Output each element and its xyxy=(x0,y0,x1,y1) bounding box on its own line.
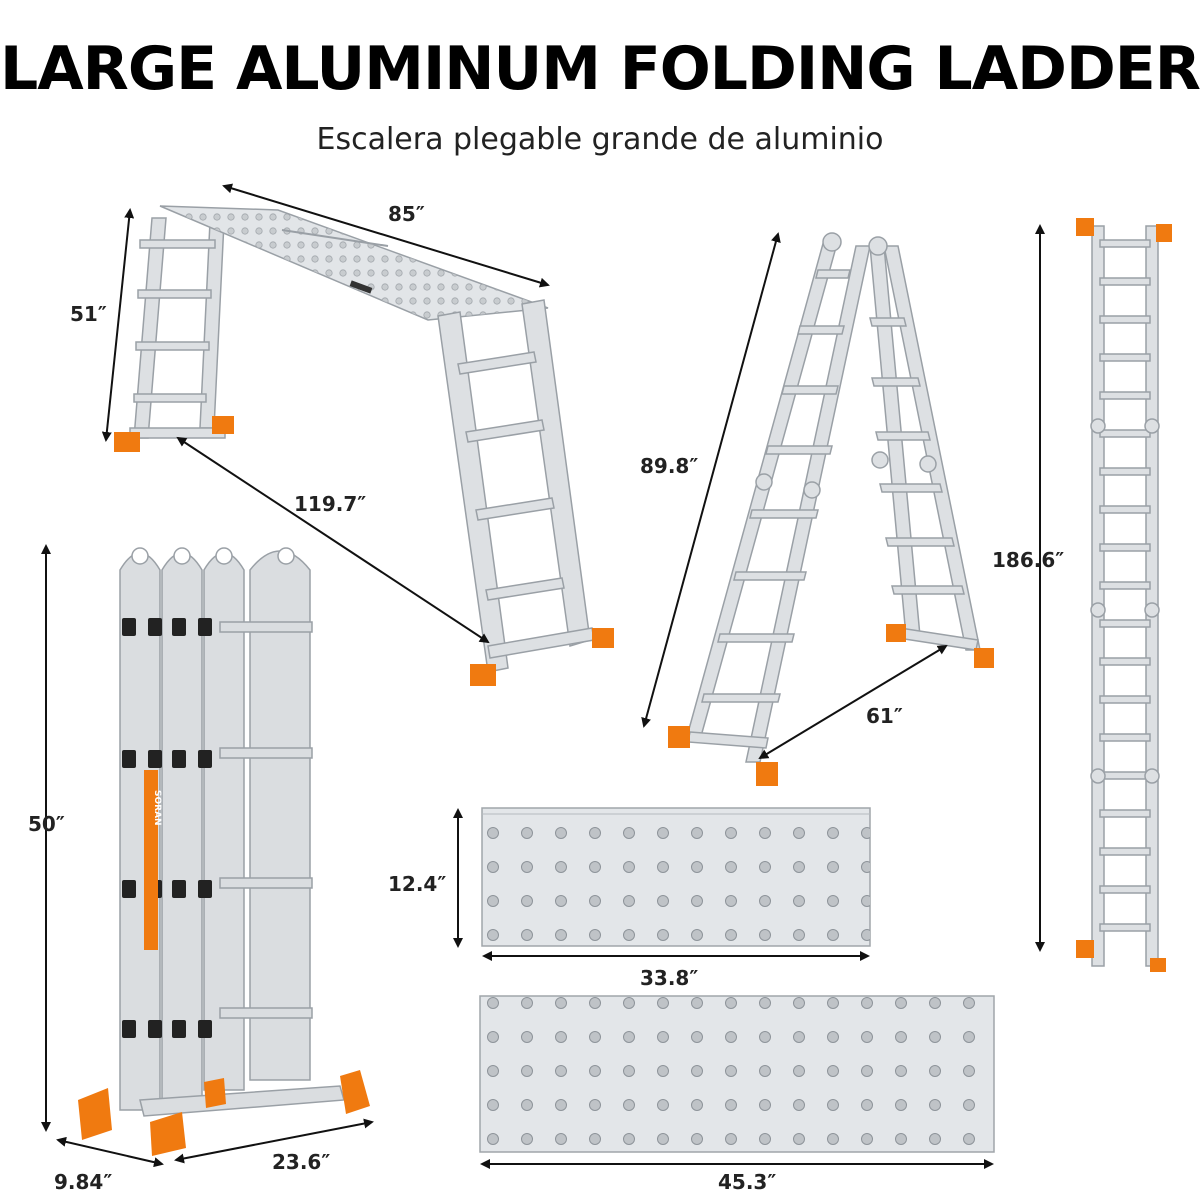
scaffold-foot-left xyxy=(114,432,140,452)
label-scaffold-length: 85″ xyxy=(388,202,425,226)
scaffold-ladder xyxy=(101,183,614,686)
folded-foot-front-left xyxy=(78,1088,112,1140)
label-small-plate-width: 33.8″ xyxy=(640,966,699,990)
scaffold-foot-right xyxy=(470,664,496,686)
label-a-frame-base: 61″ xyxy=(866,704,903,728)
label-small-plate-height: 12.4″ xyxy=(388,872,447,896)
scaffold-height-arrow xyxy=(101,208,135,442)
a-frame-base-arrow xyxy=(758,644,948,760)
a-frame-foot-rear-left xyxy=(886,624,906,642)
a-frame-foot-front-right xyxy=(756,762,778,786)
extension-foot-top-left xyxy=(1076,218,1094,236)
extension-foot-bottom-left xyxy=(1076,940,1094,958)
label-a-frame-height: 89.8″ xyxy=(640,454,699,478)
label-folded-depth: 9.84″ xyxy=(54,1170,113,1194)
label-scaffold-span: 119.7″ xyxy=(294,492,367,516)
scaffold-foot-right-rear xyxy=(592,628,614,648)
small-platform-plate xyxy=(453,807,871,961)
scaffold-span-arrow xyxy=(176,436,490,644)
folded-ladder: SORAN xyxy=(41,544,374,1168)
a-frame-ladder xyxy=(641,232,994,786)
folded-foot-rear-left xyxy=(204,1078,226,1108)
brand-logo-text: SORAN xyxy=(152,790,162,826)
large-platform-plate xyxy=(479,995,995,1169)
extension-foot-bottom-right xyxy=(1150,958,1166,972)
extension-foot-top-right xyxy=(1156,224,1172,242)
label-folded-width: 23.6″ xyxy=(272,1150,331,1174)
folded-width-arrow xyxy=(174,1118,374,1164)
scaffold-right-leg xyxy=(437,299,595,673)
label-extension-length: 186.6″ xyxy=(992,548,1065,572)
page-subtitle: Escalera plegable grande de aluminio xyxy=(316,122,884,156)
scaffold-left-leg xyxy=(129,217,226,439)
label-folded-height: 50″ xyxy=(28,812,65,836)
page-title: LARGE ALUMINUM FOLDING LADDER xyxy=(0,34,1200,104)
scaffold-foot-left-rear xyxy=(212,416,234,434)
brand-label xyxy=(144,770,158,950)
folded-depth-arrow xyxy=(56,1136,164,1168)
a-frame-foot-front-left xyxy=(668,726,690,748)
label-large-plate-width: 45.3″ xyxy=(718,1170,777,1194)
a-frame-height-arrow xyxy=(641,232,781,728)
folded-foot-rear-right xyxy=(340,1070,370,1114)
a-frame-foot-rear-right xyxy=(974,648,994,668)
scaffold-length-arrow xyxy=(222,183,550,288)
folded-foot-front-right xyxy=(150,1112,186,1156)
extension-ladder xyxy=(1035,218,1172,972)
label-scaffold-height: 51″ xyxy=(70,302,107,326)
